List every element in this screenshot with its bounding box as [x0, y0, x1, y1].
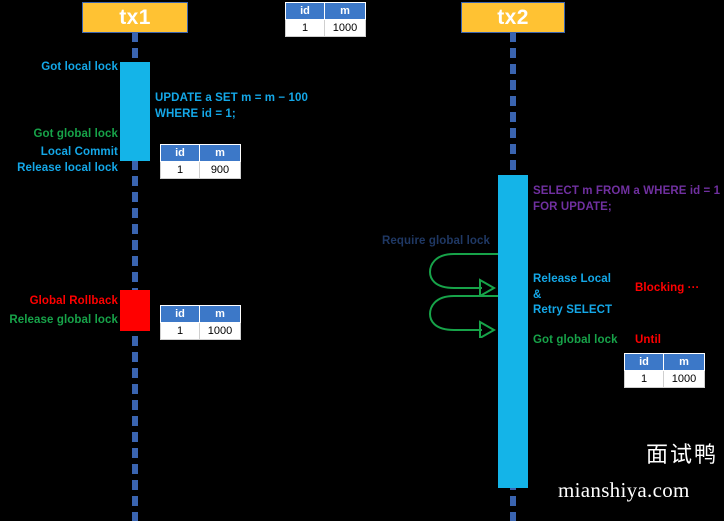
table-row: 1 1000 — [285, 19, 366, 37]
retry-loop-arrow-1 — [428, 253, 498, 296]
activation-bar-tx1 — [120, 62, 150, 161]
table-cell-id: 1 — [285, 19, 325, 37]
data-table-initial-state: id m 1 1000 — [285, 2, 366, 37]
label-release-local: Release Local — [533, 273, 612, 285]
label-release-local-lock: Release local lock — [17, 162, 118, 174]
table-header-m: m — [324, 2, 366, 20]
activation-bar-tx2 — [498, 175, 528, 488]
table-cell-m: 1000 — [199, 322, 241, 340]
table-cell-id: 1 — [624, 370, 664, 388]
table-header-row: id m — [285, 2, 366, 20]
retry-loop-arrow-2 — [428, 295, 498, 338]
table-header-row: id m — [624, 353, 705, 371]
label-got-global-lock-tx1: Got global lock — [33, 128, 118, 140]
label-ampersand: & — [533, 289, 542, 301]
actor-label-tx2: tx2 — [497, 5, 529, 29]
table-header-row: id m — [160, 305, 241, 323]
table-cell-m: 1000 — [663, 370, 705, 388]
table-cell-m: 900 — [199, 161, 241, 179]
table-header-id: id — [160, 144, 200, 162]
table-header-m: m — [199, 305, 241, 323]
actor-box-tx2[interactable]: tx2 — [461, 2, 565, 33]
table-cell-id: 1 — [160, 161, 200, 179]
table-row: 1 1000 — [624, 370, 705, 388]
table-row: 1 1000 — [160, 322, 241, 340]
label-blocking: Blocking ··· — [635, 282, 700, 294]
sql-select-statement: SELECT m FROM a WHERE id = 1 FOR UPDATE; — [533, 185, 721, 213]
label-got-global-lock-tx2: Got global lock — [533, 334, 618, 346]
actor-label-tx1: tx1 — [119, 5, 151, 29]
label-global-rollback: Global Rollback — [29, 295, 118, 307]
table-cell-m: 1000 — [324, 19, 366, 37]
table-header-row: id m — [160, 144, 241, 162]
table-header-m: m — [199, 144, 241, 162]
label-release-global-lock: Release global lock — [9, 314, 118, 326]
data-table-after-local-commit: id m 1 900 — [160, 144, 241, 179]
label-got-local-lock: Got local lock — [41, 61, 118, 73]
data-table-after-global-rollback: id m 1 1000 — [160, 305, 241, 340]
label-local-commit: Local Commit — [40, 146, 118, 158]
table-cell-id: 1 — [160, 322, 200, 340]
table-header-id: id — [160, 305, 200, 323]
watermark-url: mianshiya.com — [558, 478, 690, 502]
lifeline-tx1 — [132, 32, 138, 521]
activation-bar-tx1-rollback — [120, 290, 150, 331]
table-row: 1 900 — [160, 161, 241, 179]
actor-box-tx1[interactable]: tx1 — [82, 2, 188, 33]
table-header-id: id — [624, 353, 664, 371]
watermark-brand-cn: 面试鸭 — [646, 442, 719, 467]
label-until: Until — [635, 334, 662, 346]
data-table-tx2-select-result: id m 1 1000 — [624, 353, 705, 388]
table-header-m: m — [663, 353, 705, 371]
table-header-id: id — [285, 2, 325, 20]
label-retry-select: Retry SELECT — [533, 304, 613, 316]
label-require-global-lock: Require global lock — [382, 235, 490, 247]
sql-update-statement: UPDATE a SET m = m − 100 WHERE id = 1; — [155, 92, 309, 120]
